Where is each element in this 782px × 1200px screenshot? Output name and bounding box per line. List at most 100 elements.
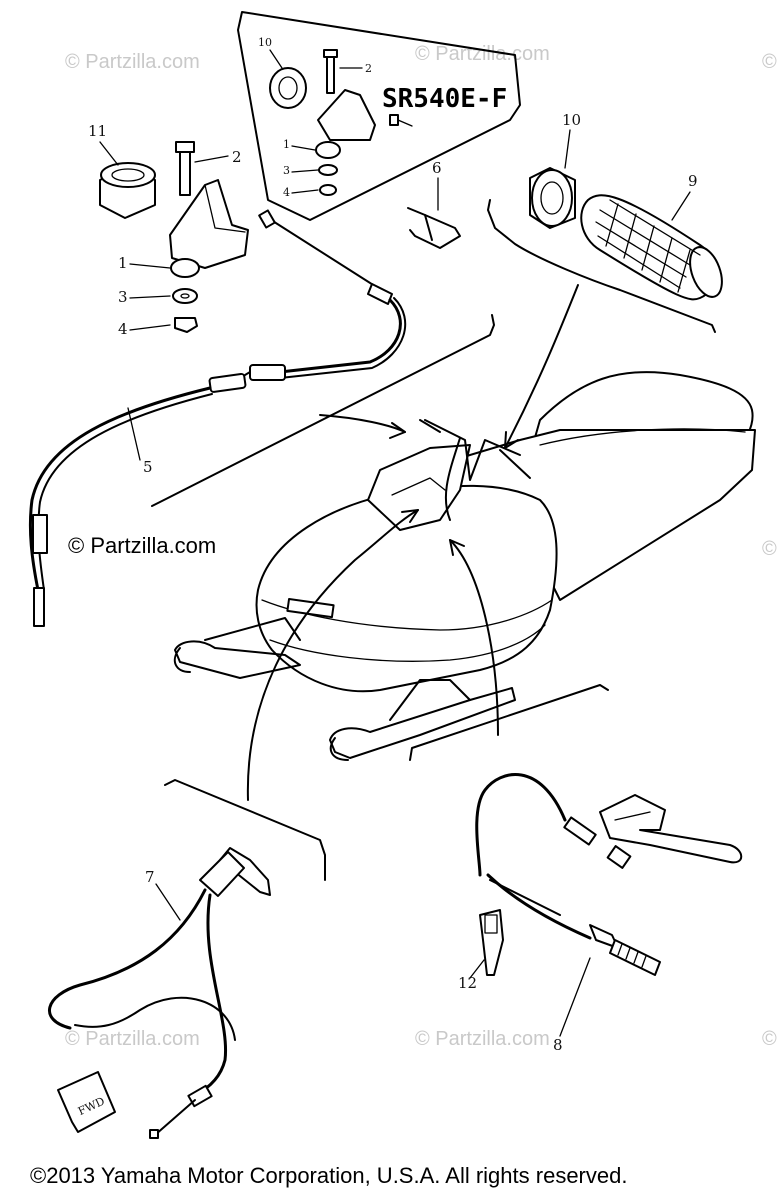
cable-5-lower-run [28,386,212,592]
arrow-head-brake [449,539,465,556]
handlebar-left-grip [419,419,441,433]
copyright-notice: ©2013 Yamaha Motor Corporation, U.S.A. A… [30,1163,628,1188]
cable-5-sleeve-2 [208,372,247,393]
brake-8-upper-fitting [563,816,597,846]
arrow-brake-to-sled [449,539,499,736]
left-ski-strut [204,617,301,641]
watermark-right-edge-bottom: © Partzilla.com [762,1028,782,1050]
brake-lever-body [599,794,743,864]
key-12-body [479,909,504,976]
clip-6-body [407,207,461,249]
inset-nut-4 [319,184,337,196]
inset-bolt-2 [326,54,335,94]
leader-8 [559,957,591,1037]
clip-6-fold [424,214,433,241]
inset-bolt-head [323,49,338,58]
grip-9-end [689,246,723,298]
leader-12 [469,959,485,979]
callout-12: 12 [458,974,477,992]
brake-8-cable-lower [486,873,592,940]
inset-screw [389,114,399,126]
watermark-partzilla: © Partzilla.com [68,533,216,558]
inset-leader-3 [291,169,319,173]
inset-callout-10: 10 [258,36,272,49]
bracket-throttle-section [151,314,495,507]
right-ski [329,687,516,759]
key-12-head-slot [484,914,498,934]
inset-grip-ring-hole [278,76,298,100]
snowmobile-windshield [367,444,471,531]
cable-5-end-rod [267,217,379,289]
bolt-2-shaft [179,149,191,196]
ring-11-top [100,162,156,188]
watermark-bottom-left: © Partzilla.com [65,1028,200,1050]
arrow-head-throttle [389,422,406,439]
inset-sr540e-f: SR540E-F 10 2 1 3 4 [237,11,521,221]
inset-leader-10 [269,49,283,69]
callout-9: 9 [688,172,698,190]
washer-3-hole [180,293,190,299]
brake-lever [599,794,743,864]
callout-2: 2 [232,148,242,166]
leader-9 [671,191,691,221]
arrow-head-choke [401,509,419,523]
choke-7-body [199,851,245,897]
part-2-bolt: 2 [175,141,242,196]
cable-5-upper-run [278,298,402,374]
bracket-grip-section [487,199,716,333]
cable-5-end-tip [33,587,45,627]
ring-11-hole [111,168,145,182]
callout-6: 6 [432,159,442,177]
callout-8: 8 [553,1036,563,1054]
callout-3: 3 [118,288,128,306]
callout-11: 11 [88,122,107,140]
right-ski-tip [329,737,349,761]
handlebar-stem [444,437,461,521]
inset-callout-2: 2 [365,62,372,75]
model-label: SR540E-F [382,84,507,114]
part-6-clip: 6 [407,159,461,249]
inset-leader-1 [291,145,316,151]
cable-5-lower-run-b [37,393,213,591]
choke-7-cable-a [48,888,207,1030]
arrow-grip-to-sled [504,284,579,449]
part-9-grip: 9 [580,172,723,301]
bracket-brake-section [409,684,609,761]
inset-frame [237,11,521,221]
inset-callout-4: 4 [283,186,290,199]
choke-7-end-wire [154,1099,196,1136]
cable-5-adjuster [367,283,393,305]
lever-1-pivot [170,258,200,278]
part-12-key: 12 [458,909,504,992]
watermark-top-left: © Partzilla.com [65,51,200,73]
fwd-arrow: FWD [57,1071,116,1133]
watermark-top-center: © Partzilla.com [415,43,550,65]
part-11-grip-ring: 11 [88,122,156,219]
brake-8-upper-end [606,845,632,869]
inset-washer-3 [318,164,338,176]
cable-5-sleeve [249,364,286,381]
windshield-detail [391,477,446,496]
leader-3 [129,295,171,299]
brake-lever-edge [614,811,651,821]
ring-10-hole [540,181,564,215]
leader-7 [155,883,181,921]
brake-8-threads [617,943,647,968]
leader-11 [99,141,119,166]
leader-5 [127,407,141,461]
cable-5-upper-run-b [279,297,407,379]
bracket-choke-section [164,779,326,881]
grip-9-ribs [605,203,691,293]
snowmobile-handlebar [424,419,521,481]
leader-4 [129,324,171,331]
arrow-throttle-to-sled [319,414,406,433]
cable-5-end-fitting [258,209,276,229]
leader-1 [129,263,171,269]
fwd-arrow-shape [57,1071,116,1133]
part-10-grip-ring: 10 [529,111,581,229]
leader-10 [564,129,571,169]
seat-edge [539,428,746,446]
hood-lower-crease [269,624,546,662]
watermark-right-edge-mid: © Partzilla.com [762,538,782,560]
